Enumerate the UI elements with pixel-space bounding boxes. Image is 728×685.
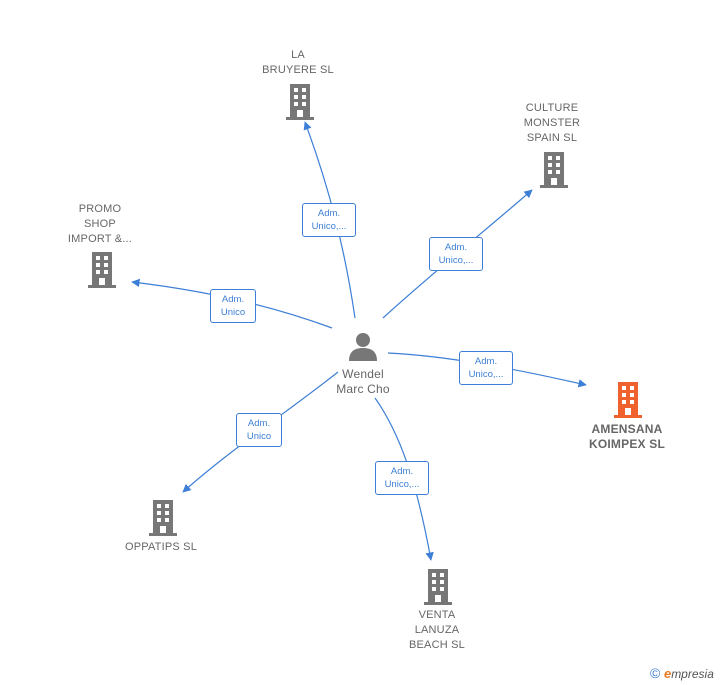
building-icon[interactable] xyxy=(422,569,454,605)
building-icon[interactable] xyxy=(86,252,118,288)
relation-label-promo-shop[interactable]: Adm. Unico xyxy=(210,289,256,323)
company-label-venta-lanuza[interactable]: VENTA LANUZA BEACH SL xyxy=(408,609,465,651)
copyright-brand: © empresia xyxy=(650,665,714,681)
person-icon[interactable] xyxy=(347,331,379,361)
relation-label-oppatips[interactable]: Adm. Unico xyxy=(236,413,282,447)
company-label-oppatips[interactable]: OPPATIPS SL xyxy=(124,541,198,553)
person-name[interactable]: Wendel Marc Cho xyxy=(336,367,390,396)
company-label-culture-monster[interactable]: CULTURE MONSTER SPAIN SL xyxy=(523,102,581,144)
relation-label-culture-monster[interactable]: Adm. Unico,... xyxy=(429,237,483,271)
company-label-la-bruyere[interactable]: LA BRUYERE SL xyxy=(262,49,334,76)
building-icon[interactable] xyxy=(284,84,316,120)
company-label-amensana[interactable]: AMENSANA KOIMPEX SL xyxy=(588,422,665,451)
relation-label-la-bruyere[interactable]: Adm. Unico,... xyxy=(302,203,356,237)
building-icon[interactable] xyxy=(538,152,570,188)
brand-name: mpresia xyxy=(671,667,714,681)
building-icon-highlight[interactable] xyxy=(612,382,644,418)
copyright-symbol: © xyxy=(650,665,661,681)
building-icon[interactable] xyxy=(147,500,179,536)
relation-label-venta-lanuza[interactable]: Adm. Unico,... xyxy=(375,461,429,495)
relation-label-amensana[interactable]: Adm. Unico,... xyxy=(459,351,513,385)
brand-initial: e xyxy=(663,666,672,681)
company-label-promo-shop[interactable]: PROMO SHOP IMPORT &... xyxy=(67,203,133,245)
